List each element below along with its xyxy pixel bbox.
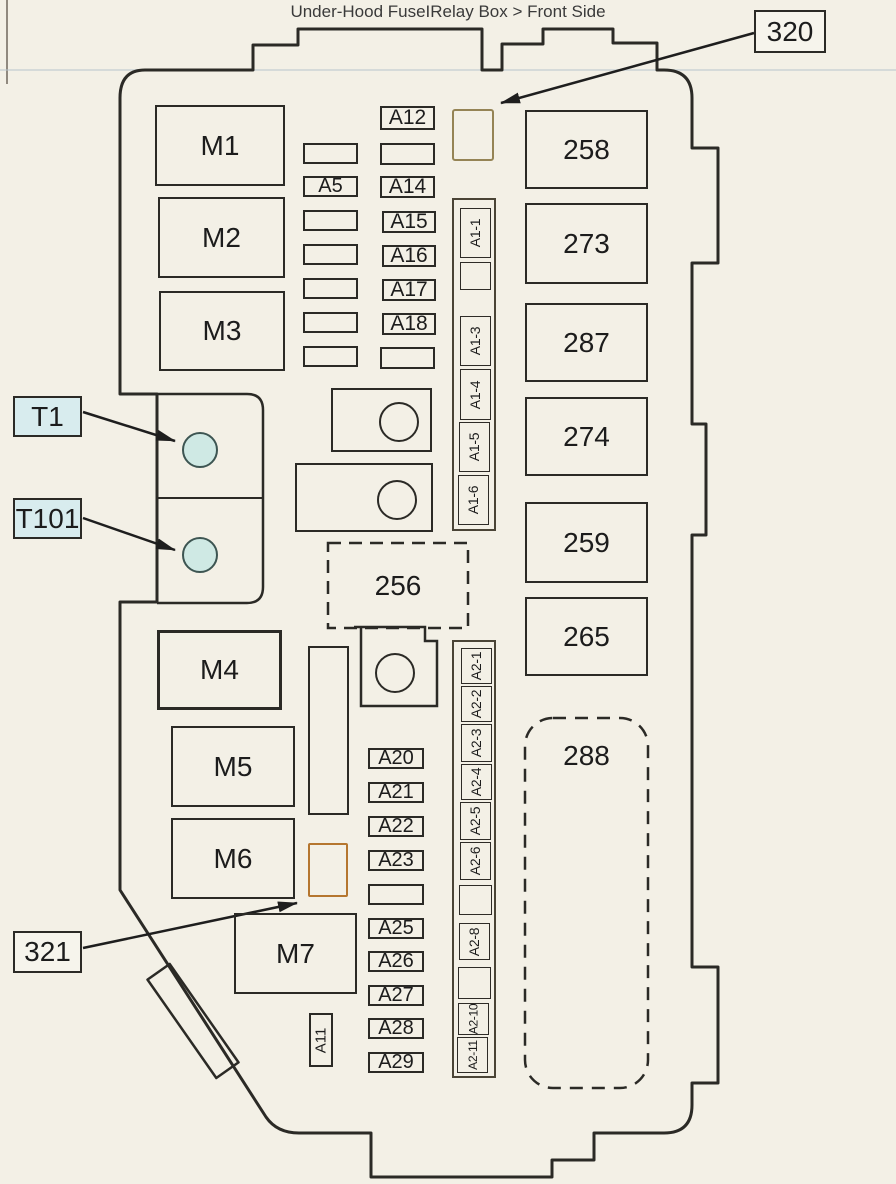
slot-a2-3: A2-3 (461, 724, 492, 762)
slot-a1-3: A1-3 (460, 316, 491, 366)
slot-a1-1: A1-1 (460, 208, 491, 258)
fuse-a12: A12 (380, 106, 435, 130)
fuse-a23: A23 (368, 849, 424, 871)
relay-socket-3-circle (375, 653, 415, 693)
relay-box-m6: M6 (171, 818, 295, 899)
fuse-a27: A27 (368, 984, 424, 1006)
fuse-a20: A20 (368, 747, 424, 769)
slot-a2-10: A2-10 (458, 1003, 489, 1035)
terminal-t101-circle (182, 537, 218, 573)
scan-edge-artifact (6, 0, 8, 84)
callout-t1: T1 (13, 396, 82, 437)
dashed-256-label: 256 (374, 569, 422, 601)
fuse-a18: A18 (382, 312, 436, 335)
relay-box-m2: M2 (158, 197, 285, 278)
relay-box-m4: M4 (157, 630, 282, 710)
fuse-a22: A22 (368, 815, 424, 837)
box-321-target (308, 843, 348, 897)
connector-259: 259 (525, 502, 648, 583)
callout-t101: T101 (13, 498, 82, 539)
slot-a2-9 (458, 967, 491, 999)
callout-320: 320 (754, 10, 826, 53)
strip-a2: A2-1 A2-2 A2-3 A2-4 A2-5 A2-6 A2-8 A2-10… (452, 640, 496, 1078)
box-320-target (452, 109, 494, 161)
fuse-blank-b1 (368, 884, 424, 905)
fuse-a29: A29 (368, 1051, 424, 1073)
relay-socket-1 (331, 388, 432, 452)
connector-258: 258 (525, 110, 648, 189)
fuse-a17: A17 (382, 278, 436, 301)
slot-a1-5: A1-5 (459, 422, 490, 472)
connector-265: 265 (525, 597, 648, 676)
arrow-321 (82, 901, 298, 950)
connector-287: 287 (525, 303, 648, 382)
connector-274: 274 (525, 397, 648, 476)
fuse-blank-l4 (303, 278, 358, 299)
tall-connector-box (308, 646, 349, 815)
dashed-288-label: 288 (563, 740, 610, 771)
fuse-blank-l6 (303, 346, 358, 367)
diagonal-connector (146, 962, 240, 1080)
relay-box-m3: M3 (159, 291, 285, 371)
fuse-a5: A5 (303, 175, 358, 197)
relay-box-m7: M7 (234, 913, 357, 994)
slot-a2-11: A2-11 (457, 1037, 488, 1073)
slot-a1-6: A1-6 (458, 475, 489, 525)
slot-a2-1: A2-1 (461, 648, 492, 684)
arrow-t1 (82, 410, 176, 443)
fuse-blank-l2 (303, 210, 358, 231)
fuse-a26: A26 (368, 950, 424, 972)
fuse-blank-l3 (303, 244, 358, 265)
relay-box-m1: M1 (155, 105, 285, 186)
relay-box-m5: M5 (171, 726, 295, 807)
relay-mount-shape (354, 625, 439, 708)
fuse-a15: A15 (382, 210, 436, 233)
callout-321: 321 (13, 931, 82, 973)
fuse-blank-l1 (303, 143, 358, 164)
fuse-blank-r2 (380, 347, 435, 369)
slot-a2-7 (459, 885, 492, 915)
slot-a2-4: A2-4 (461, 764, 492, 800)
connector-273: 273 (525, 203, 648, 284)
main-outline (118, 27, 720, 1179)
dashed-288-outline (523, 716, 650, 1090)
fuse-a28: A28 (368, 1017, 424, 1039)
slot-a1-2 (460, 262, 491, 290)
arrow-t101 (82, 516, 176, 552)
fuse-blank-l5 (303, 312, 358, 333)
fuse-blank-r1 (380, 143, 435, 165)
page-title: Under-Hood FuseIRelay Box > Front Side (290, 2, 606, 21)
strip-a1: A1-1 A1-3 A1-4 A1-5 A1-6 (452, 198, 496, 531)
slot-a2-6: A2-6 (460, 842, 491, 880)
fuse-a16: A16 (382, 244, 436, 267)
scan-line-artifact (0, 69, 896, 71)
slot-a2-8: A2-8 (459, 923, 490, 960)
slot-a2-5: A2-5 (460, 802, 491, 840)
fuse-a21: A21 (368, 781, 424, 803)
fuse-a25: A25 (368, 917, 424, 939)
slot-a2-2: A2-2 (461, 686, 492, 722)
slot-a1-4: A1-4 (460, 369, 491, 420)
arrow-320 (500, 31, 755, 105)
fuse-a14: A14 (380, 175, 435, 198)
relay-socket-1-circle (379, 402, 419, 442)
terminal-t1-circle (182, 432, 218, 468)
dashed-256-outline (326, 541, 470, 630)
relay-socket-2-circle (377, 480, 417, 520)
relay-socket-2 (295, 463, 433, 532)
fuse-a11: A11 (309, 1013, 333, 1067)
